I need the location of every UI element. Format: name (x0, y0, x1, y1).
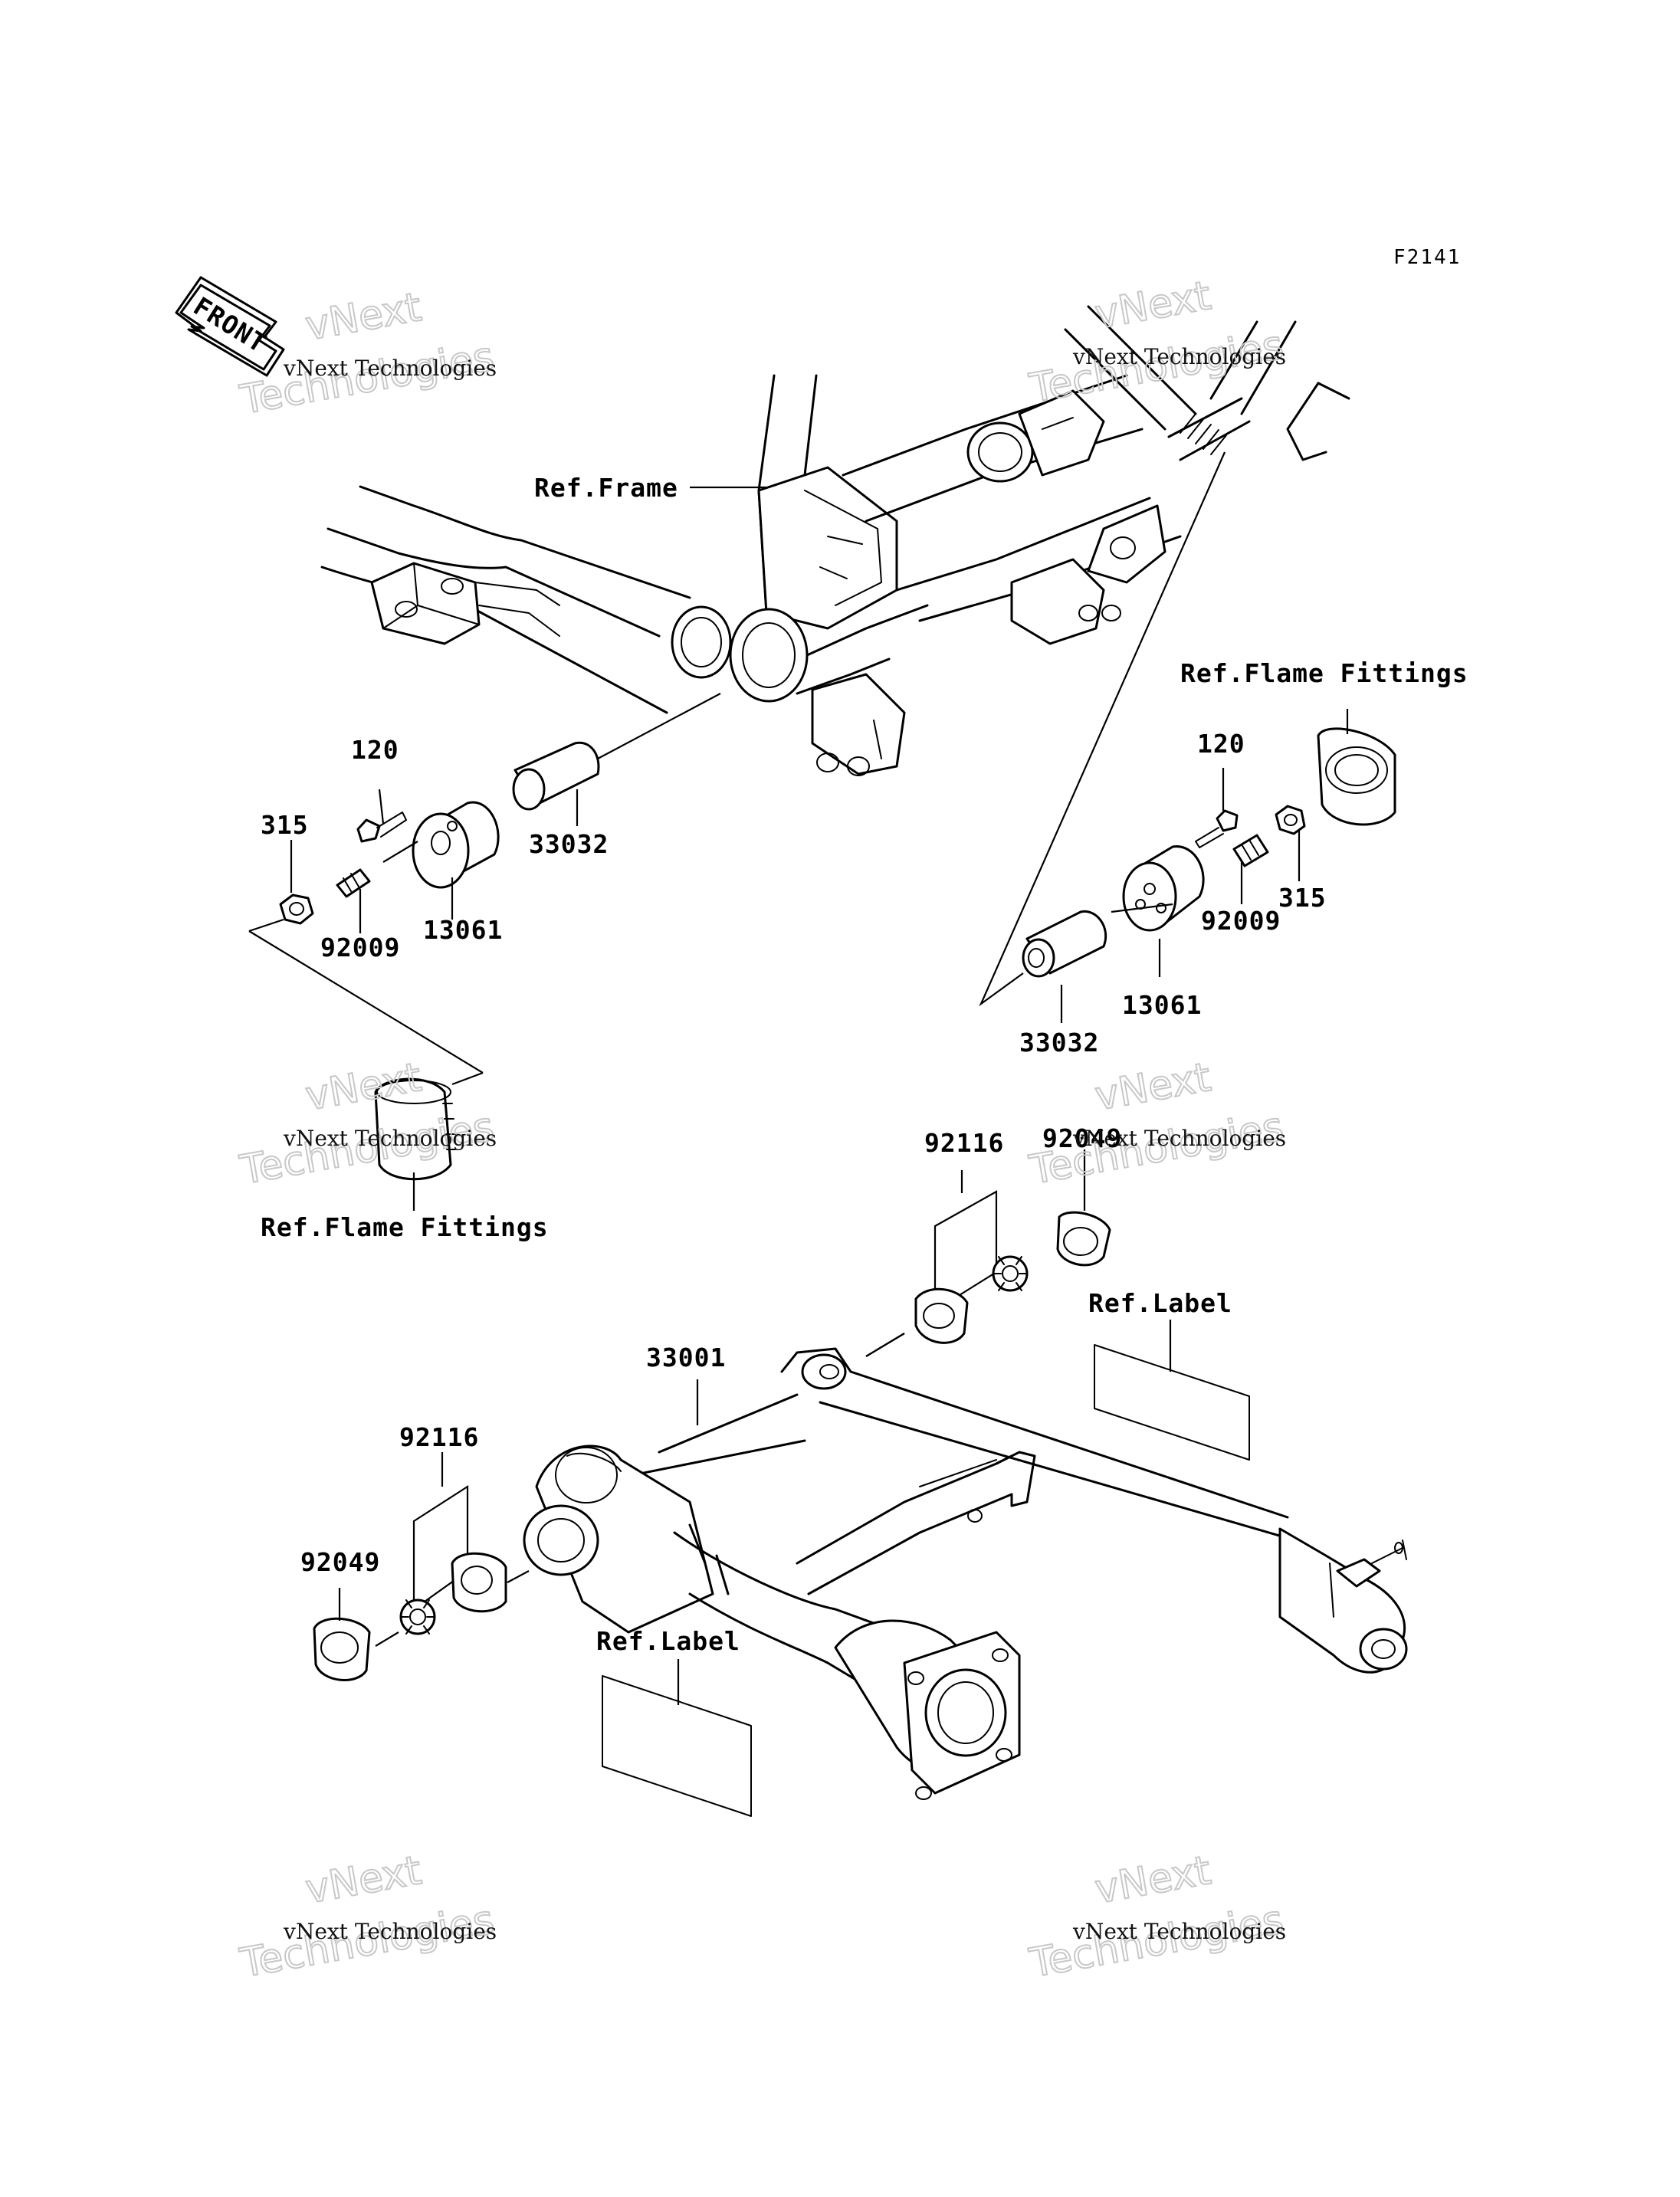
right-part-120: 120 (1197, 729, 1245, 759)
svg-text:vNext: vNext (1091, 1848, 1214, 1913)
svg-text:vNext: vNext (1091, 273, 1214, 338)
lower-bearing-group (313, 1452, 530, 1681)
watermark-top-right: vNext Technologies vNext Technologies (1025, 272, 1288, 413)
left-part-315: 315 (261, 810, 309, 840)
svg-text:vNext: vNext (1091, 1054, 1214, 1120)
front-arrow-icon: FRONT (175, 276, 285, 377)
right-pivot-group (979, 451, 1396, 1023)
ref-flame-fittings-right-label: Ref.Flame Fittings (1180, 658, 1468, 688)
upper-bearing-group (865, 1149, 1111, 1357)
frame-drawing (320, 305, 1350, 776)
svg-text:vNext Technologies: vNext Technologies (283, 1919, 497, 1944)
right-part-13061: 13061 (1122, 990, 1202, 1020)
watermark-bottom-left: vNext Technologies vNext Technologies (236, 1847, 498, 1988)
left-pivot-group (248, 693, 721, 1211)
svg-text:vNext: vNext (302, 284, 425, 349)
figure-id: F2141 (1393, 246, 1461, 269)
watermark-mid-left: vNext Technologies vNext Technologies (236, 1054, 498, 1195)
lower-part-92116: 92116 (399, 1422, 479, 1452)
right-part-92009: 92009 (1201, 906, 1281, 936)
watermark-bottom-right: vNext Technologies vNext Technologies (1025, 1847, 1288, 1988)
ref-frame-label: Ref.Frame (534, 473, 678, 503)
right-part-33032: 33032 (1019, 1028, 1099, 1058)
svg-text:vNext Technologies: vNext Technologies (283, 356, 497, 381)
svg-text:vNext Technologies: vNext Technologies (1072, 1126, 1286, 1151)
svg-text:vNext: vNext (302, 1848, 425, 1913)
ref-label-bottom-box (602, 1675, 752, 1817)
swingarm-33001 (523, 1333, 1408, 1800)
ref-label-right-box (1094, 1344, 1250, 1461)
right-part-315: 315 (1278, 883, 1327, 913)
ref-label-bottom-label: Ref.Label (596, 1626, 740, 1656)
left-part-92009: 92009 (320, 933, 400, 962)
lower-part-92049: 92049 (300, 1547, 380, 1577)
ref-flame-fittings-left-label: Ref.Flame Fittings (261, 1212, 549, 1242)
upper-part-92049: 92049 (1042, 1123, 1122, 1153)
left-part-13061: 13061 (423, 915, 503, 945)
svg-text:vNext Technologies: vNext Technologies (283, 1126, 497, 1151)
ref-label-right-label: Ref.Label (1088, 1288, 1232, 1318)
left-part-120: 120 (351, 735, 399, 765)
swingarm-part-33001: 33001 (646, 1343, 726, 1372)
watermark-mid-right: vNext Technologies vNext Technologies (1025, 1054, 1288, 1195)
watermark-top-left: vNext Technologies vNext Technologies (236, 284, 498, 425)
upper-part-92116: 92116 (924, 1128, 1004, 1158)
left-part-33032: 33032 (529, 829, 609, 859)
svg-text:vNext Technologies: vNext Technologies (1072, 1919, 1286, 1944)
svg-text:vNext Technologies: vNext Technologies (1072, 344, 1286, 369)
